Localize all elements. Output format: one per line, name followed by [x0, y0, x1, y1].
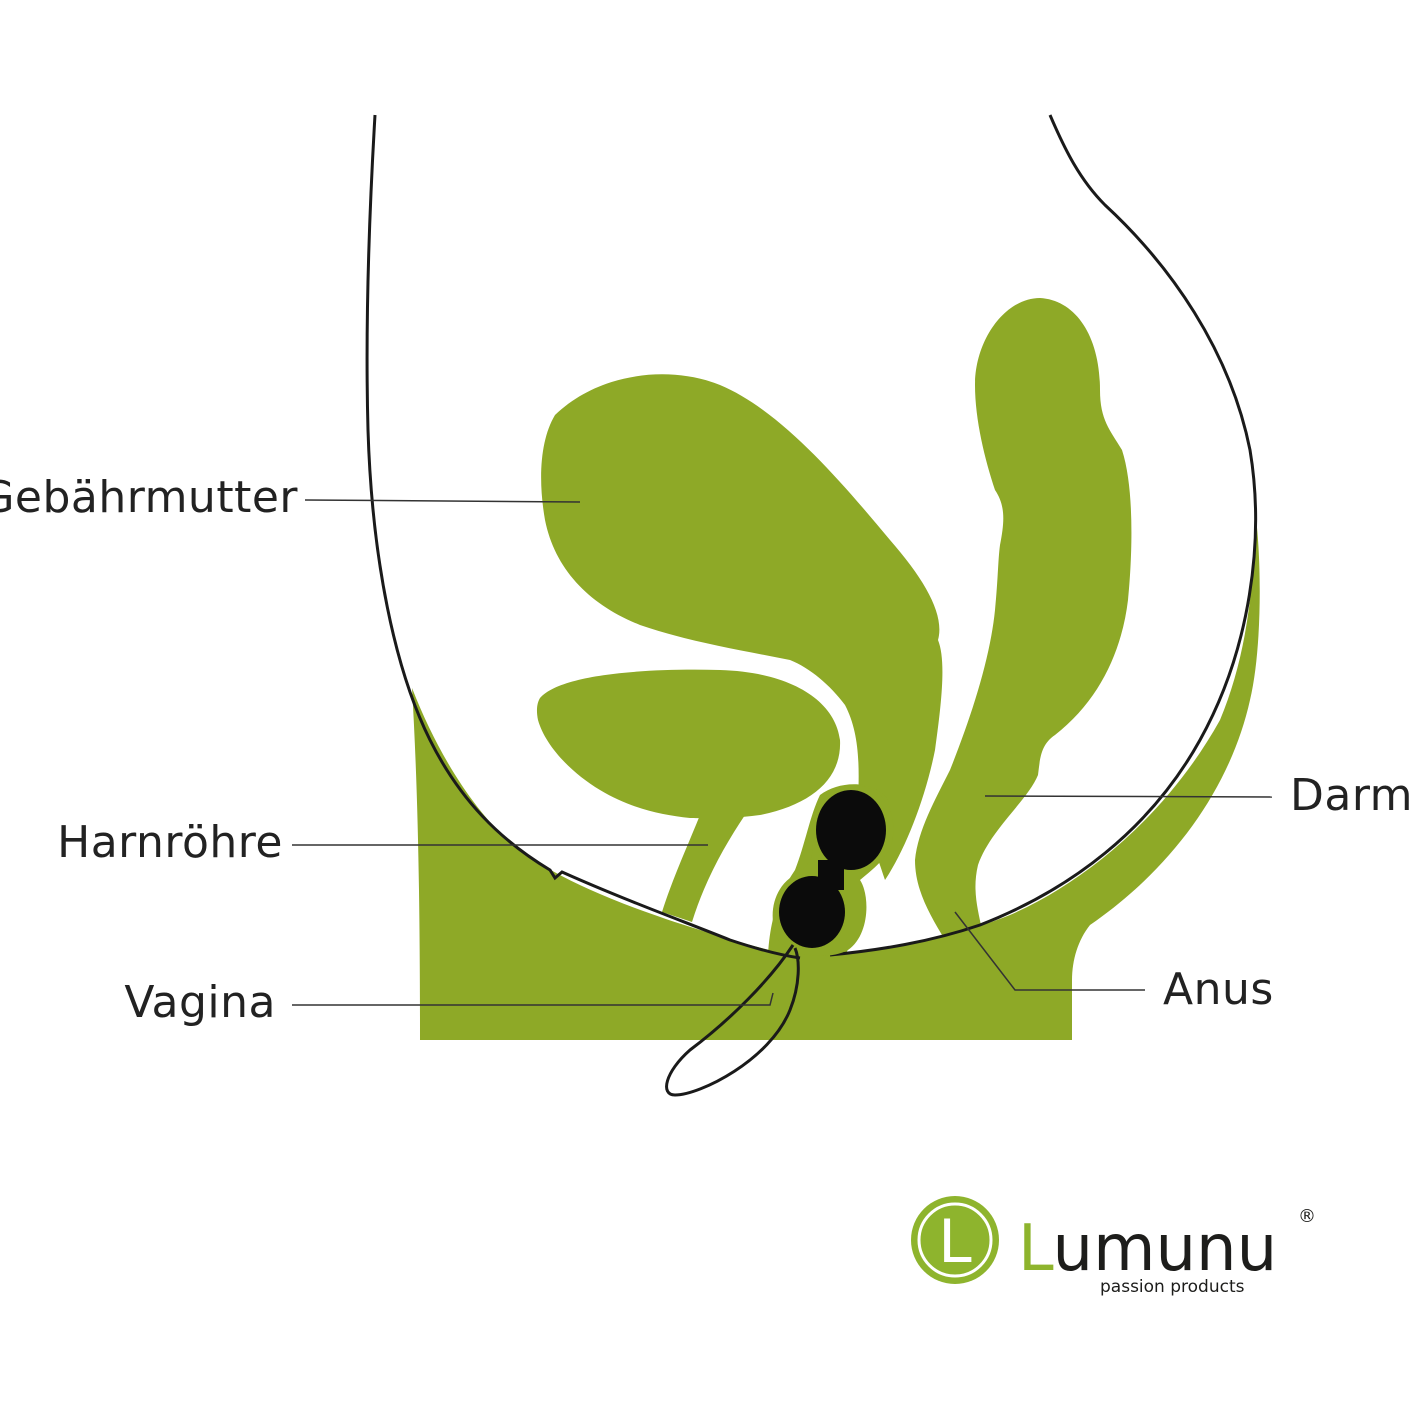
pelvic-floor-shape — [412, 510, 1260, 1040]
love-balls-cord — [665, 944, 800, 1097]
body-outline-front — [365, 114, 801, 960]
logo-letter: L — [938, 1207, 972, 1277]
love-balls — [665, 785, 894, 1097]
lumunu-circle-logo-icon: L — [911, 1196, 999, 1284]
label-uterus: Gebährmutter — [0, 472, 298, 523]
urethra-shape — [662, 815, 745, 922]
brand-registered: ® — [1298, 1206, 1316, 1227]
love-ball-connector — [818, 860, 844, 890]
brand-name-first: L — [1018, 1212, 1054, 1286]
vagina-leader-line — [292, 992, 774, 1006]
label-urethra: Harnröhre — [57, 817, 283, 868]
love-ball-lower — [779, 876, 845, 948]
label-anus: Anus — [1163, 964, 1274, 1015]
bowel-leader-line — [984, 795, 1273, 798]
body-outline-back — [829, 114, 1258, 957]
bladder-shape — [536, 669, 841, 819]
uterus-leader-line — [304, 499, 581, 503]
label-vagina: Vagina — [124, 977, 276, 1028]
label-bowel: Darm — [1290, 770, 1409, 821]
uterus-shape — [541, 374, 943, 880]
brand-name-rest: umunu — [1053, 1212, 1278, 1286]
brand-tagline: passion products — [1100, 1277, 1245, 1297]
brand-logo: L Lumunu ® passion products — [911, 1196, 1316, 1297]
anus-leader-line — [954, 911, 1145, 991]
love-ball-upper — [816, 790, 886, 870]
brand-name: Lumunu — [1018, 1212, 1277, 1286]
bowel-shape — [915, 298, 1132, 940]
